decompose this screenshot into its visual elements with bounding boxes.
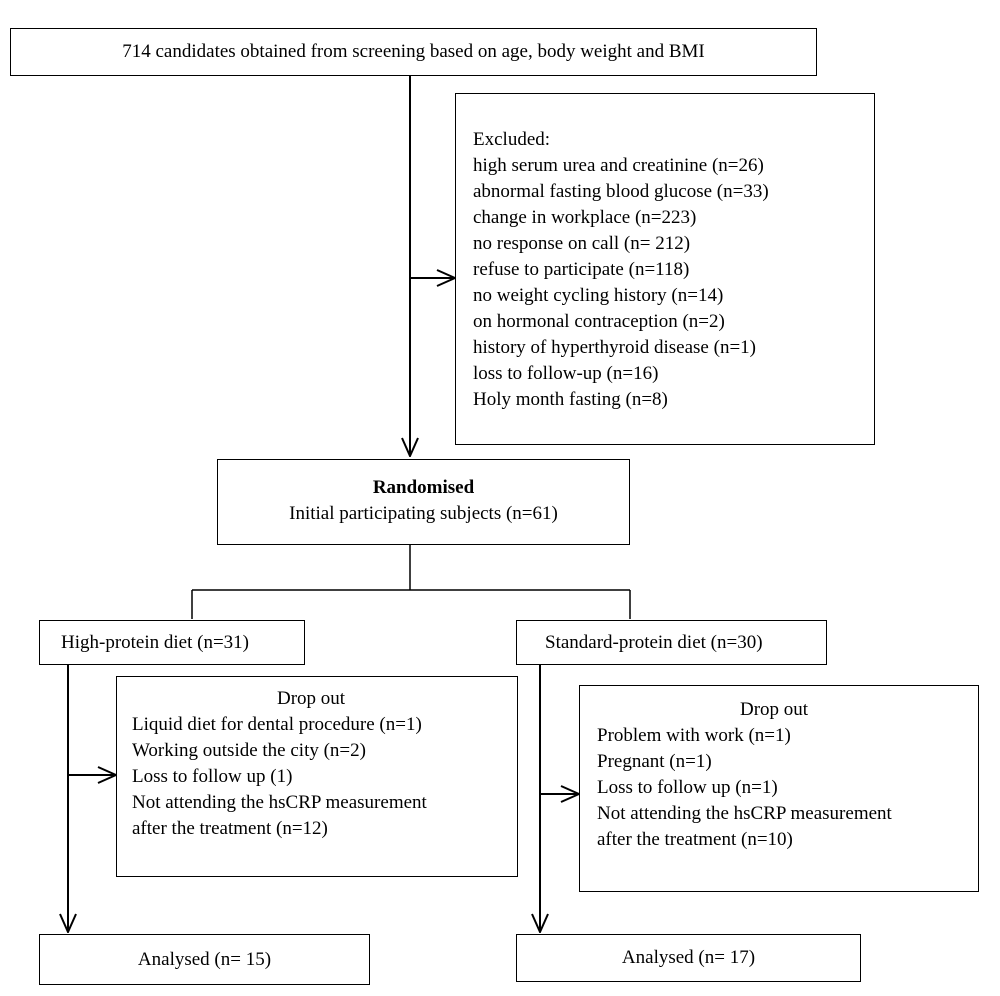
randomised-box: Randomised Initial participating subject…: [217, 459, 630, 545]
standard-protein-dropout-box: Drop out Problem with work (n=1) Pregnan…: [579, 685, 979, 892]
dropout-item: Working outside the city (n=2): [132, 740, 366, 761]
dropout-item: after the treatment (n=12): [132, 818, 328, 839]
randomised-subtitle: Initial participating subjects (n=61): [289, 503, 558, 524]
excluded-item: change in workplace (n=223): [473, 207, 697, 228]
standard-protein-label: Standard-protein diet (n=30): [545, 632, 763, 653]
excluded-item: no weight cycling history (n=14): [473, 285, 724, 306]
dropout-item: Pregnant (n=1): [597, 751, 712, 772]
high-protein-analysed-box: Analysed (n= 15): [39, 934, 370, 985]
excluded-item: history of hyperthyroid disease (n=1): [473, 337, 756, 358]
excluded-box: Excluded: high serum urea and creatinine…: [455, 93, 875, 445]
standard-protein-analysed-label: Analysed (n= 17): [621, 947, 756, 968]
excluded-item: no response on call (n= 212): [473, 233, 691, 254]
screening-text: 714 candidates obtained from screening b…: [122, 41, 705, 62]
randomised-title: Randomised: [372, 477, 475, 498]
excluded-item: high serum urea and creatinine (n=26): [473, 155, 764, 176]
excluded-item: Holy month fasting (n=8): [473, 389, 668, 410]
dropout-item: Problem with work (n=1): [597, 725, 791, 746]
excluded-item: on hormonal contraception (n=2): [473, 311, 725, 332]
high-protein-dropout-box: Drop out Liquid diet for dental procedur…: [116, 676, 518, 877]
excluded-item: abnormal fasting blood glucose (n=33): [473, 181, 769, 202]
dropout-item: Not attending the hsCRP measurement: [597, 803, 892, 824]
dropout-item: Loss to follow up (1): [132, 766, 293, 787]
dropout-item: Loss to follow up (n=1): [597, 777, 778, 798]
excluded-item: refuse to participate (n=118): [473, 259, 690, 280]
high-protein-box: High-protein diet (n=31): [39, 620, 305, 665]
standard-protein-analysed-box: Analysed (n= 17): [516, 934, 861, 982]
excluded-title: Excluded:: [473, 129, 551, 150]
dropout-item: after the treatment (n=10): [597, 829, 793, 850]
dropout-item: Liquid diet for dental procedure (n=1): [132, 714, 422, 735]
dropout-title: Drop out: [277, 688, 346, 709]
dropout-item: Not attending the hsCRP measurement: [132, 792, 427, 813]
dropout-title: Drop out: [740, 699, 809, 720]
high-protein-label: High-protein diet (n=31): [61, 632, 250, 653]
high-protein-analysed-label: Analysed (n= 15): [137, 949, 272, 970]
excluded-item: loss to follow-up (n=16): [473, 363, 659, 384]
standard-protein-box: Standard-protein diet (n=30): [516, 620, 827, 665]
screening-box: 714 candidates obtained from screening b…: [10, 28, 817, 76]
